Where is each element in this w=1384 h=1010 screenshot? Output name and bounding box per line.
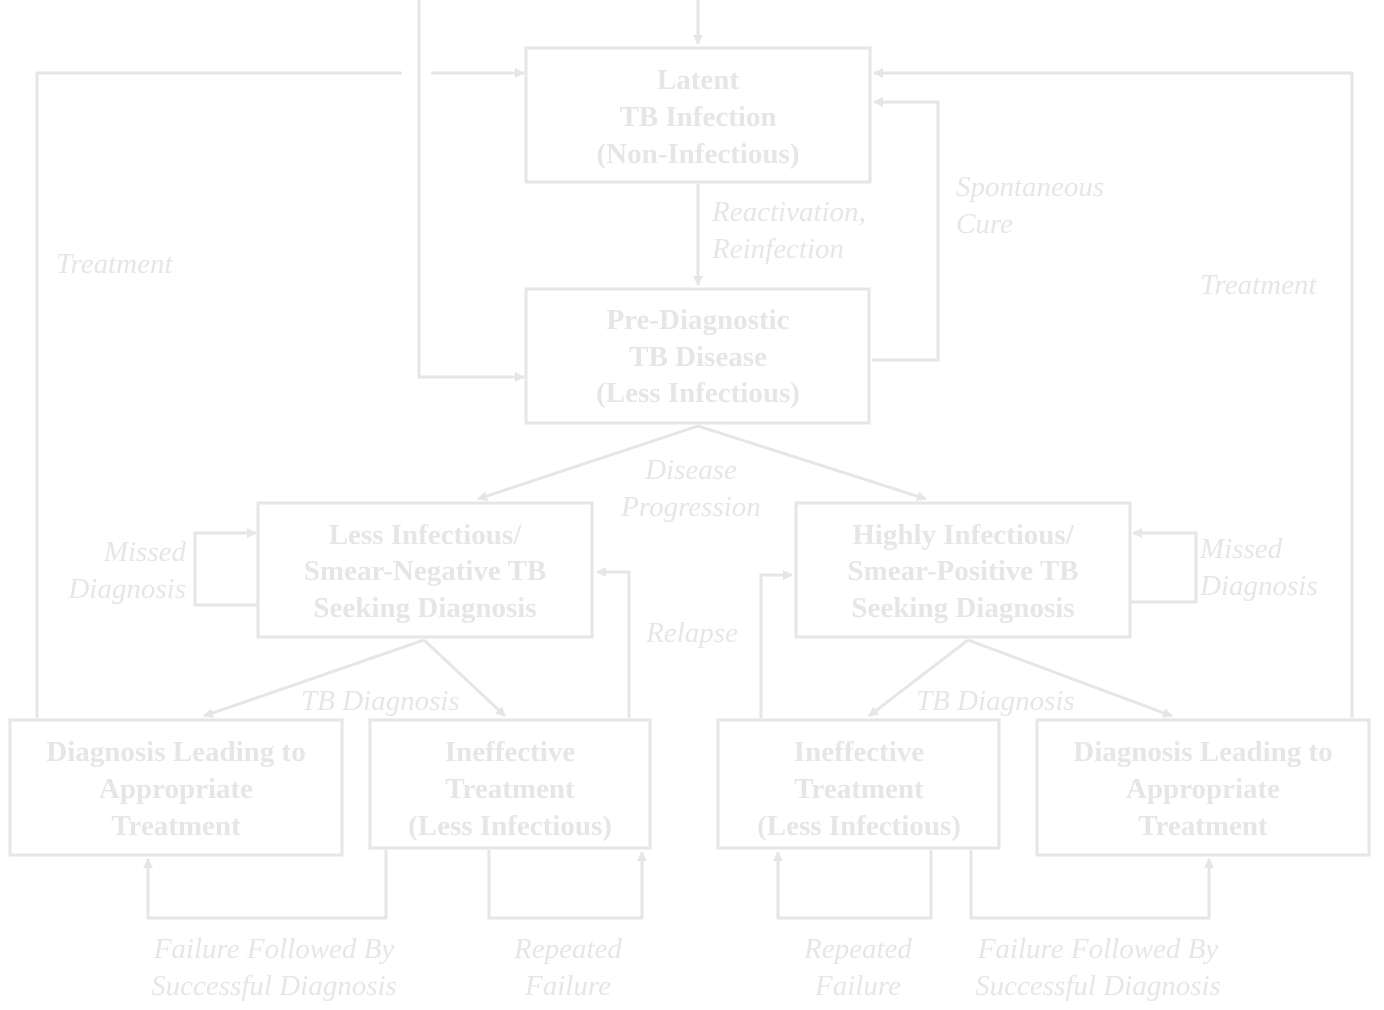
edge-treatment-right [873,68,1354,718]
label-failure-success-left-line-2: Successful Diagnosis [151,970,397,1002]
node-diagnosis-right-line-2: Appropriate [1126,773,1280,805]
node-latent-line-3: (Non-Infectious) [597,138,800,170]
node-diagnosis-right-line-1: Diagnosis Leading to [1073,736,1332,768]
node-diagnosis-left-line-1: Diagnosis Leading to [46,736,305,768]
edge-failure-success-left [143,850,388,920]
label-treatment-right: Treatment [1200,269,1317,301]
label-failure-success-right-line-2: Successful Diagnosis [975,970,1221,1002]
label-repeated-failure-left-line-1: Repeated [513,933,622,965]
label-missed-right-line-2: Diagnosis [1199,570,1318,602]
label-spontaneous-cure-line-2: Cure [956,208,1013,240]
edge-repeated-failure-right [773,850,933,920]
label-treatment-left: Treatment [56,248,173,280]
label-missed-left-line-2: Diagnosis [67,573,186,605]
label-disease-progression-line-2: Progression [620,491,761,523]
node-latent-line-2: TB Infection [619,101,776,133]
node-diagnosis-left-line-2: Appropriate [99,773,253,805]
label-disease-progression-line-1: Disease [644,454,737,486]
edge-repeated-failure-left [487,850,647,920]
node-ineffective-left-line-2: Treatment [445,773,575,805]
node-latent: Latent TB Infection (Non-Infectious) [524,46,872,184]
node-prediag-line-2: TB Disease [629,341,767,373]
label-failure-success-left-line-1: Failure Followed By [153,933,395,965]
edge-missed-left [193,528,258,607]
edge-labels: Reactivation, Reinfection Spontaneous Cu… [56,171,1318,1002]
label-reactivation-line-1: Reactivation, [711,196,866,228]
edge-tbdiag-right-2 [967,638,1173,718]
label-failure-success-right-line-1: Failure Followed By [977,933,1219,965]
label-missed-right-line-1: Missed [1199,533,1283,565]
node-diagnosis-left-line-3: Treatment [111,810,241,842]
edge-progression-right [697,424,927,502]
label-reactivation-line-2: Reinfection [711,233,844,265]
edge-tbdiag-left-1 [203,638,425,718]
edge-missed-right [1131,528,1198,604]
node-highly-infectious-line-2: Smear-Positive TB [847,555,1078,587]
edge-progression-left [477,424,699,501]
node-less-infectious: Less Infectious/ Smear-Negative TB Seeki… [256,501,594,639]
node-prediag-line-1: Pre-Diagnostic [606,304,789,336]
node-diagnosis-right-line-3: Treatment [1138,810,1268,842]
node-diagnosis-right: Diagnosis Leading to Appropriate Treatme… [1035,718,1371,857]
edge-relapse-right [759,570,793,718]
node-highly-infectious-line-3: Seeking Diagnosis [851,592,1074,624]
edges [35,0,1354,920]
label-relapse: Relapse [645,617,738,649]
node-latent-line-1: Latent [657,64,740,96]
node-ineffective-right-line-3: (Less Infectious) [757,810,961,842]
node-prediag: Pre-Diagnostic TB Disease (Less Infectio… [524,287,871,425]
node-ineffective-right-line-1: Ineffective [794,736,925,768]
node-ineffective-left-line-1: Ineffective [445,736,576,768]
node-ineffective-left: Ineffective Treatment (Less Infectious) [368,718,652,850]
label-tb-diagnosis-left: TB Diagnosis [301,685,460,717]
node-less-infectious-line-1: Less Infectious/ [329,519,522,551]
edge-tbdiag-left-2 [422,638,507,718]
node-diagnosis-left: Diagnosis Leading to Appropriate Treatme… [8,718,344,857]
node-ineffective-left-line-3: (Less Infectious) [408,810,612,842]
edge-into-prediag-left [417,0,525,382]
label-repeated-failure-right-line-2: Failure [814,970,901,1002]
node-highly-infectious: Highly Infectious/ Smear-Positive TB See… [794,501,1132,639]
node-less-infectious-line-3: Seeking Diagnosis [313,592,536,624]
edge-treatment-left [35,71,402,718]
label-spontaneous-cure-line-1: Spontaneous [956,171,1104,203]
node-ineffective-right: Ineffective Treatment (Less Infectious) [716,718,1001,850]
node-less-infectious-line-2: Smear-Negative TB [304,555,546,587]
node-prediag-line-3: (Less Infectious) [596,377,800,409]
node-highly-infectious-line-1: Highly Infectious/ [852,519,1074,551]
label-missed-left-line-1: Missed [103,536,187,568]
label-tb-diagnosis-right: TB Diagnosis [916,685,1075,717]
label-repeated-failure-right-line-1: Repeated [803,933,912,965]
edge-relapse-left [596,567,631,718]
edge-failure-success-right [969,850,1214,920]
edge-tbdiag-right-1 [868,638,969,718]
label-repeated-failure-left-line-2: Failure [524,970,611,1002]
node-ineffective-right-line-2: Treatment [794,773,924,805]
edge-spontaneous-cure [872,97,940,362]
